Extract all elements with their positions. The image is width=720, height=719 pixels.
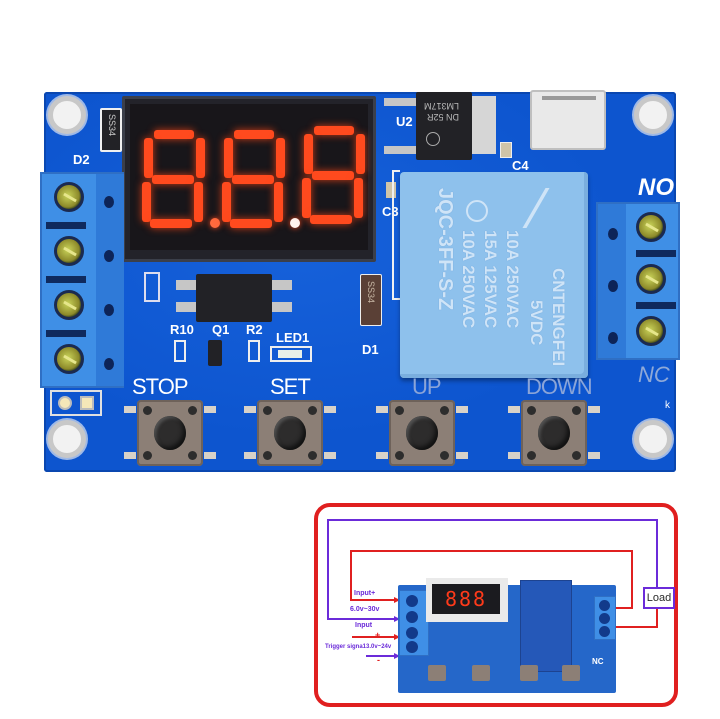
regulator-u2: DN 52R LM317M <box>416 92 472 160</box>
wire-purple-top <box>327 519 657 521</box>
regulator-marking: DN 52R LM317M <box>424 101 460 122</box>
mini-output-terminal <box>594 596 616 640</box>
relay-rating-1: 10A 250VAC <box>503 230 522 329</box>
diode-marking: SS34 <box>107 114 117 137</box>
diode-d1: SS34 <box>360 274 382 326</box>
label-input-plus: Input+ <box>354 590 376 597</box>
label-load: Load <box>646 592 672 604</box>
relay-voltage: 5VDC <box>527 300 546 346</box>
wire-red-no <box>616 607 633 609</box>
label-led1: LED1 <box>276 330 310 345</box>
resistor-r10 <box>174 340 186 362</box>
label-minus: - <box>377 655 380 665</box>
mini-display: 888 <box>432 584 500 614</box>
relay-rating-2: 15A 125VAC <box>481 230 500 329</box>
load-box: Load <box>643 587 675 609</box>
optocoupler-ic <box>196 274 272 322</box>
up-button[interactable] <box>376 400 468 466</box>
capacitor-c3 <box>386 182 396 198</box>
label-up: UP <box>412 374 442 399</box>
resistor-r2 <box>248 340 260 362</box>
display-digit-3 <box>302 126 365 224</box>
wire-red-load-down <box>656 609 658 627</box>
wire-purple-right <box>656 519 658 587</box>
wire-purple-input <box>327 618 395 620</box>
screw-terminal-com[interactable] <box>636 264 666 294</box>
mounting-hole-bottom-right <box>634 420 672 458</box>
micro-usb-port[interactable] <box>530 90 606 150</box>
wire-red-left <box>350 550 352 600</box>
regulator-pin <box>384 146 418 154</box>
label-stop: STOP <box>132 374 189 399</box>
label-input-range: 6.0v~30v <box>350 606 380 613</box>
relay-output-terminal-block <box>596 202 680 360</box>
mini-set-button <box>472 665 490 681</box>
display-digit-2 <box>222 130 285 228</box>
wire-trigger-plus <box>352 636 394 638</box>
label-input: Input <box>355 622 373 629</box>
capacitor-c4 <box>500 142 512 158</box>
wire-red-right <box>631 550 633 608</box>
regulator-pin <box>384 98 418 106</box>
set-button[interactable] <box>244 400 336 466</box>
wire-trigger-minus <box>366 655 394 657</box>
display-digit-1 <box>142 130 205 228</box>
decimal-point-2 <box>290 218 300 228</box>
mini-label-nc: NC <box>592 657 604 666</box>
wire-red-top <box>350 550 632 552</box>
screw-terminal-3[interactable] <box>54 290 84 320</box>
relay-brand: CNTENGFEI <box>549 268 568 367</box>
label-u2: U2 <box>396 114 413 129</box>
down-button[interactable] <box>508 400 600 466</box>
mini-stop-button <box>428 665 446 681</box>
transistor-q1 <box>208 340 222 366</box>
relay-model: JQC-3FF-S-Z <box>434 188 456 311</box>
jumper-pads <box>50 390 102 416</box>
label-q1: Q1 <box>212 322 230 337</box>
label-trigger-signal: Trigger signa13.0v~24v <box>325 644 392 650</box>
label-r10: R10 <box>170 322 194 337</box>
wire-red-load-nc <box>616 626 658 628</box>
mini-down-button <box>562 665 580 681</box>
wire-purple-left <box>327 519 329 619</box>
mounting-hole-top-left <box>48 96 86 134</box>
screw-terminal-1[interactable] <box>54 182 84 212</box>
relay: CNTENGFEI 5VDC 10A 250VAC 15A 125VAC 10A… <box>400 172 588 378</box>
mini-up-button <box>520 665 538 681</box>
label-r2: R2 <box>246 322 263 337</box>
wire-red-input <box>350 599 394 601</box>
label-c3: C3 <box>382 204 399 219</box>
st-logo-icon <box>426 132 440 146</box>
mounting-hole-top-right <box>634 96 672 134</box>
screw-terminal-nc[interactable] <box>636 316 666 346</box>
mounting-hole-bottom-left <box>48 420 86 458</box>
smd-resistor <box>144 272 160 302</box>
stop-button[interactable] <box>124 400 216 466</box>
diode-d2: SS34 <box>100 108 122 152</box>
screw-terminal-2[interactable] <box>54 236 84 266</box>
label-down: DOWN <box>526 374 593 399</box>
diode-marking: SS34 <box>366 281 376 304</box>
status-led <box>270 346 312 362</box>
input-terminal-block <box>40 172 124 388</box>
screw-terminal-no[interactable] <box>636 212 666 242</box>
label-nc: NC <box>638 362 670 387</box>
label-no: NO <box>638 174 674 201</box>
screw-terminal-4[interactable] <box>54 344 84 374</box>
label-c4: C4 <box>512 158 529 173</box>
label-set: SET <box>270 374 311 399</box>
brand-logo-icon <box>522 188 576 228</box>
label-d1: D1 <box>362 342 379 357</box>
mini-input-terminal <box>399 590 429 656</box>
label-k: k <box>665 400 670 411</box>
cqc-logo-icon <box>466 200 488 222</box>
label-d2: D2 <box>73 152 90 167</box>
relay-rating-3: 10A 250VAC <box>459 230 478 329</box>
mini-relay <box>520 580 572 672</box>
seven-segment-display: 888 <box>130 104 368 250</box>
label-plus: + <box>375 630 381 640</box>
decimal-point-1 <box>210 218 220 228</box>
display-value: 888 <box>130 104 132 105</box>
